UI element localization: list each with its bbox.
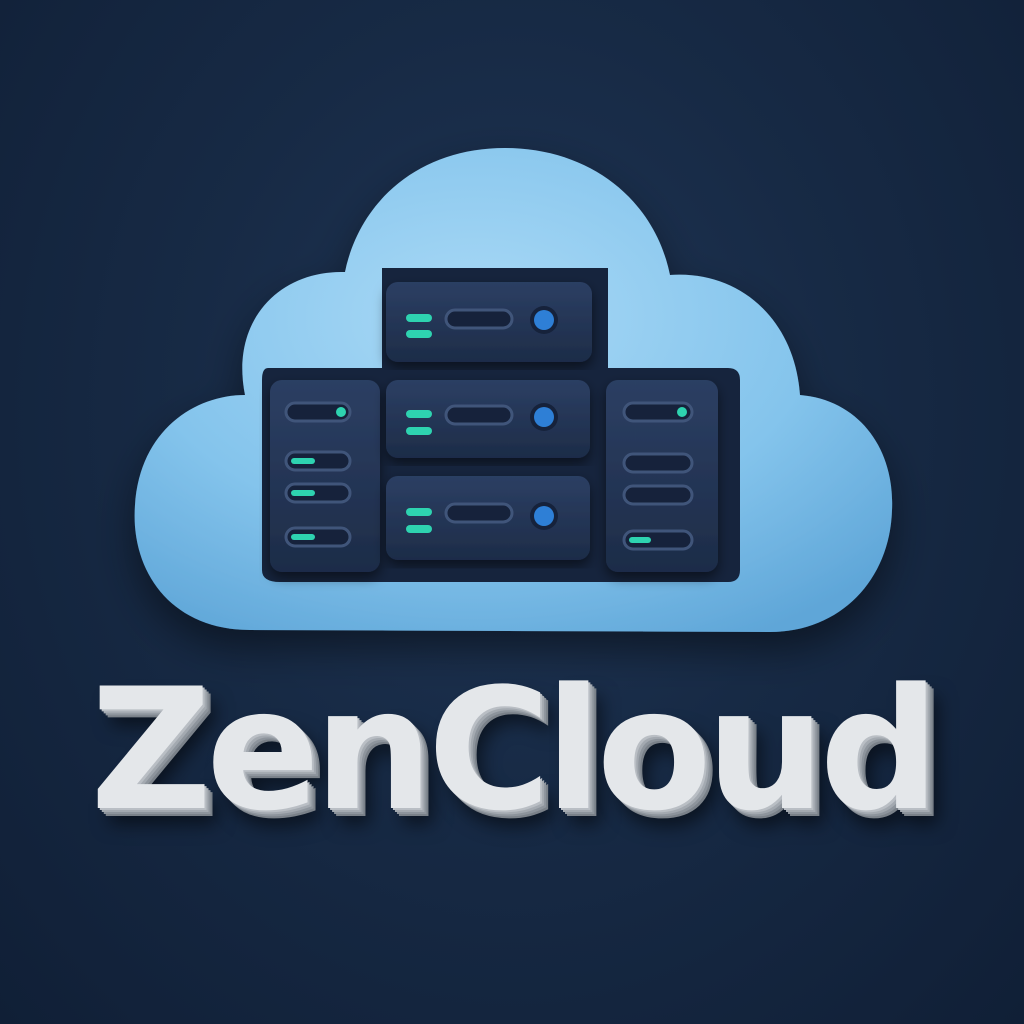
- brand-wordmark: ZenCloud: [90, 652, 940, 848]
- server-unit-middle: [386, 380, 590, 458]
- server-unit-left: [270, 380, 380, 572]
- server-unit-bottom: [386, 476, 590, 560]
- server-unit-top: [386, 282, 592, 362]
- server-unit-right: [606, 380, 718, 572]
